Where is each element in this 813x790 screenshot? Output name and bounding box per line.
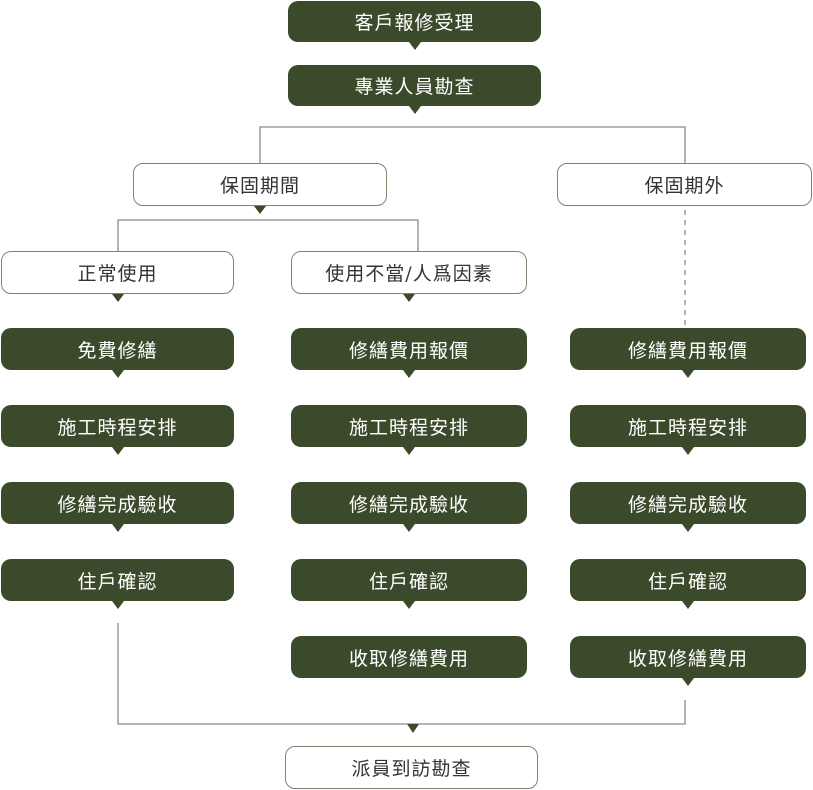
misuse-step-5: 收取修繕費用: [291, 636, 527, 678]
step-inspection: 專業人員勘查: [288, 65, 541, 114]
normal-step-2: 施工時程安排: [1, 405, 234, 455]
branch-in-warranty: 保固期間: [133, 163, 387, 206]
normal-step-3: 修繕完成驗收: [1, 482, 234, 532]
misuse-step-1: 修繕費用報價: [291, 328, 527, 378]
connector-usage-split: [117, 219, 419, 251]
out-step-2: 施工時程安排: [570, 405, 806, 455]
out-step-4: 住戶確認: [570, 559, 806, 609]
step-repair-request: 客戶報修受理: [288, 1, 541, 50]
connector-merge: [117, 623, 686, 725]
misuse-step-2: 施工時程安排: [291, 405, 527, 455]
out-step-3: 修繕完成驗收: [570, 482, 806, 532]
final-site-visit: 派員到訪勘查: [285, 746, 538, 789]
branch-normal-use: 正常使用: [1, 251, 234, 294]
out-step-5: 收取修繕費用: [570, 636, 806, 686]
misuse-step-3: 修繕完成驗收: [291, 482, 527, 532]
normal-step-4: 住戶確認: [1, 559, 234, 609]
normal-step-1: 免費修繕: [1, 328, 234, 378]
branch-misuse: 使用不當/人爲因素: [291, 251, 527, 294]
merge-arrow: [407, 724, 419, 733]
connector-warranty-split: [259, 126, 686, 163]
misuse-step-4: 住戶確認: [291, 559, 527, 609]
branch-out-warranty: 保固期外: [557, 163, 812, 206]
warranty-arrow: [254, 206, 266, 214]
out-step-1: 修繕費用報價: [570, 328, 806, 378]
